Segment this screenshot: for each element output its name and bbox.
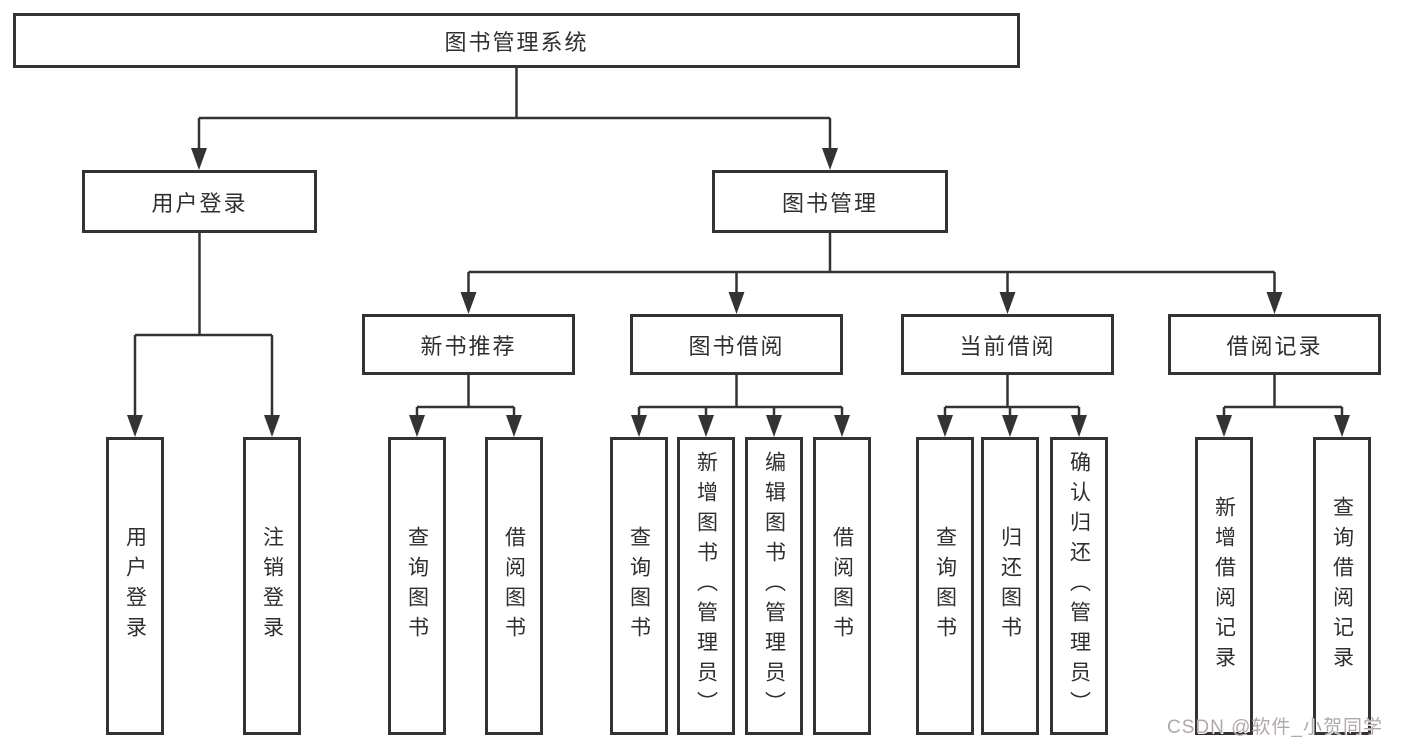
node-current-borrowing: 当前借阅 xyxy=(901,314,1114,375)
watermark-text: CSDN @软件_小贺同学 xyxy=(1167,717,1383,738)
leaf-nb-borrow-books: 借阅图书 xyxy=(485,437,543,735)
leaf-cb-return-books-label: 归还图书 xyxy=(998,526,1022,646)
leaf-br-query-record: 查询借阅记录 xyxy=(1313,437,1371,735)
leaf-nb-borrow-books-label: 借阅图书 xyxy=(502,526,526,646)
node-new-book-recommendation-label: 新书推荐 xyxy=(420,333,517,359)
leaf-bb-borrow-books: 借阅图书 xyxy=(813,437,871,735)
node-current-borrowing-label: 当前借阅 xyxy=(959,333,1056,359)
leaf-nb-query-books: 查询图书 xyxy=(388,437,446,735)
node-book-borrowing-label: 图书借阅 xyxy=(688,333,785,359)
leaf-br-add-record-label: 新增借阅记录 xyxy=(1212,496,1236,676)
leaf-bb-query-books: 查询图书 xyxy=(610,437,668,735)
leaf-bb-edit-books-admin: 编辑图书（管理员） xyxy=(745,437,803,735)
node-book-borrowing: 图书借阅 xyxy=(630,314,843,375)
leaf-bb-query-books-label: 查询图书 xyxy=(627,526,651,646)
node-user-login-label: 用户登录 xyxy=(151,190,248,216)
leaf-bb-add-books-admin-label: 新增图书（管理员） xyxy=(694,451,718,721)
node-new-book-recommendation: 新书推荐 xyxy=(362,314,575,375)
leaf-user-login: 用户登录 xyxy=(106,437,164,735)
leaf-br-add-record: 新增借阅记录 xyxy=(1195,437,1253,735)
node-borrowing-records: 借阅记录 xyxy=(1168,314,1381,375)
leaf-bb-edit-books-admin-label: 编辑图书（管理员） xyxy=(762,451,786,721)
leaf-user-login-label: 用户登录 xyxy=(123,526,147,646)
node-root-system: 图书管理系统 xyxy=(13,13,1020,68)
leaf-logout: 注销登录 xyxy=(243,437,301,735)
leaf-br-query-record-label: 查询借阅记录 xyxy=(1330,496,1354,676)
leaf-bb-borrow-books-label: 借阅图书 xyxy=(830,526,854,646)
leaf-logout-label: 注销登录 xyxy=(260,526,284,646)
node-root-system-label: 图书管理系统 xyxy=(444,29,589,55)
leaf-cb-query-books-label: 查询图书 xyxy=(933,526,957,646)
leaf-bb-add-books-admin: 新增图书（管理员） xyxy=(677,437,735,735)
node-book-management-label: 图书管理 xyxy=(781,190,878,216)
leaf-cb-query-books: 查询图书 xyxy=(916,437,974,735)
node-user-login: 用户登录 xyxy=(82,170,317,233)
leaf-cb-confirm-return-admin-label: 确认归还（管理员） xyxy=(1067,451,1091,721)
leaf-nb-query-books-label: 查询图书 xyxy=(405,526,429,646)
leaf-cb-return-books: 归还图书 xyxy=(981,437,1039,735)
node-borrowing-records-label: 借阅记录 xyxy=(1226,333,1323,359)
node-book-management: 图书管理 xyxy=(712,170,948,233)
leaf-cb-confirm-return-admin: 确认归还（管理员） xyxy=(1050,437,1108,735)
